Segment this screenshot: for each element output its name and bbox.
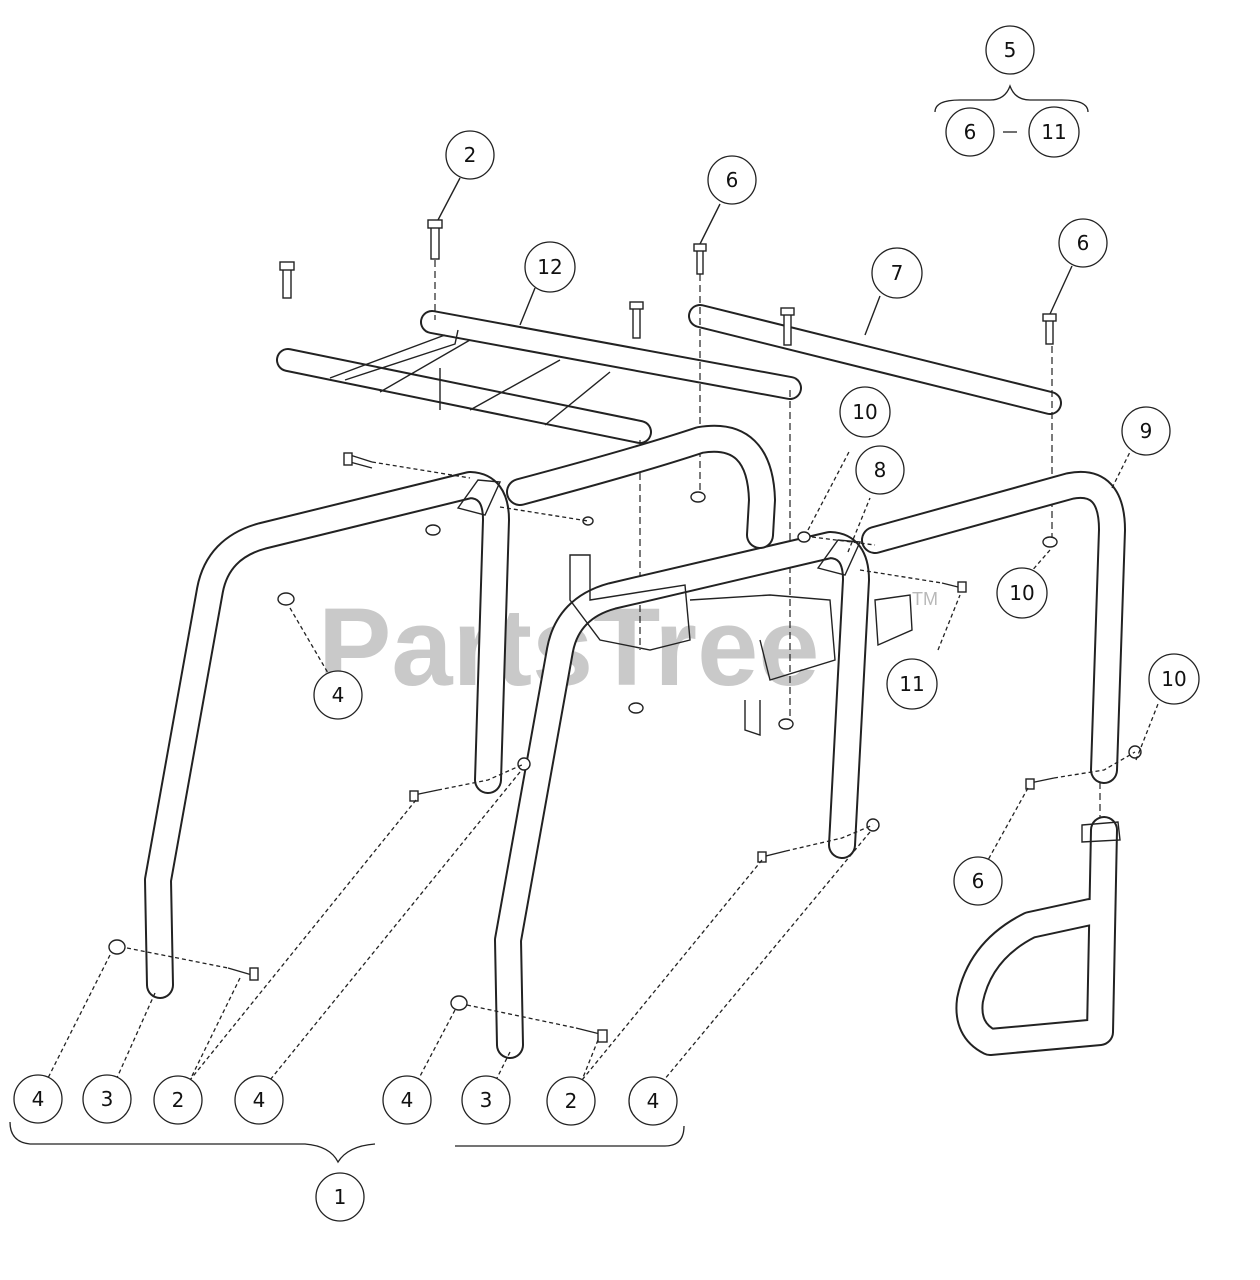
svg-text:12: 12 — [537, 255, 562, 279]
callout-6-right: 6 — [1058, 218, 1108, 268]
nuts — [108, 491, 1142, 1011]
callout-4-mid: 4 — [313, 670, 363, 720]
svg-text:10: 10 — [852, 400, 877, 424]
callout-10-center: 10 — [839, 386, 891, 438]
cross-bar-7 — [688, 304, 1062, 415]
callout-2-bottom-b: 2 — [546, 1076, 596, 1126]
leader-lines — [46, 449, 1159, 1081]
callout-4-bottom-a: 4 — [13, 1074, 63, 1124]
svg-text:4: 4 — [401, 1088, 414, 1112]
roll-bar-left — [144, 471, 510, 999]
svg-text:11: 11 — [899, 672, 924, 696]
callout-9: 9 — [1121, 406, 1171, 456]
svg-text:2: 2 — [565, 1089, 578, 1113]
callout-2-bottom-a: 2 — [153, 1075, 203, 1125]
svg-text:10: 10 — [1009, 581, 1034, 605]
callout-4-bottom-c: 4 — [382, 1075, 432, 1125]
svg-text:2: 2 — [172, 1088, 185, 1112]
svg-text:6: 6 — [726, 168, 739, 192]
callout-10-right: 10 — [996, 567, 1048, 619]
top-bolts — [279, 219, 1057, 346]
svg-text:7: 7 — [891, 261, 904, 285]
side-bar-9 — [861, 471, 1126, 784]
callout-8: 8 — [855, 445, 905, 495]
brackets — [9, 84, 1089, 1164]
top-frame-12 — [276, 310, 802, 444]
callout-3-bottom-a: 3 — [82, 1074, 132, 1124]
callout-2-top: 2 — [445, 130, 495, 180]
svg-text:10: 10 — [1161, 667, 1186, 691]
callout-7: 7 — [871, 247, 923, 299]
svg-text:4: 4 — [332, 683, 345, 707]
callout-6-kit: 6 — [945, 107, 995, 157]
rear-upper-bar — [506, 424, 776, 549]
side-bolts — [227, 452, 1055, 1043]
svg-text:8: 8 — [874, 458, 887, 482]
step-bar — [955, 816, 1121, 1056]
callout-11: 11 — [886, 658, 938, 710]
svg-text:6: 6 — [972, 869, 985, 893]
callout-1: 1 — [315, 1172, 365, 1222]
svg-text:5: 5 — [1004, 38, 1017, 62]
callout-5: 5 — [985, 25, 1035, 75]
callout-10-lower: 10 — [1148, 653, 1200, 705]
callout-pointers — [437, 177, 1073, 336]
svg-text:4: 4 — [32, 1087, 45, 1111]
svg-text:4: 4 — [647, 1089, 660, 1113]
watermark-tm: TM — [912, 589, 938, 609]
svg-text:6: 6 — [964, 120, 977, 144]
callout-12: 12 — [524, 241, 576, 293]
svg-text:6: 6 — [1077, 231, 1090, 255]
svg-text:3: 3 — [480, 1088, 493, 1112]
callout-4-bottom-d: 4 — [628, 1076, 678, 1126]
svg-text:11: 11 — [1041, 120, 1066, 144]
svg-text:9: 9 — [1140, 419, 1153, 443]
svg-text:2: 2 — [464, 143, 477, 167]
svg-text:1: 1 — [334, 1185, 347, 1209]
svg-text:3: 3 — [101, 1087, 114, 1111]
svg-text:4: 4 — [253, 1088, 266, 1112]
callout-6-lower: 6 — [953, 856, 1003, 906]
center-bracket — [569, 554, 913, 736]
callout-4-bottom-b: 4 — [234, 1075, 284, 1125]
callout-6-top: 6 — [707, 155, 757, 205]
callout-3-bottom-b: 3 — [461, 1075, 511, 1125]
callout-11-kit: 11 — [1028, 106, 1080, 158]
